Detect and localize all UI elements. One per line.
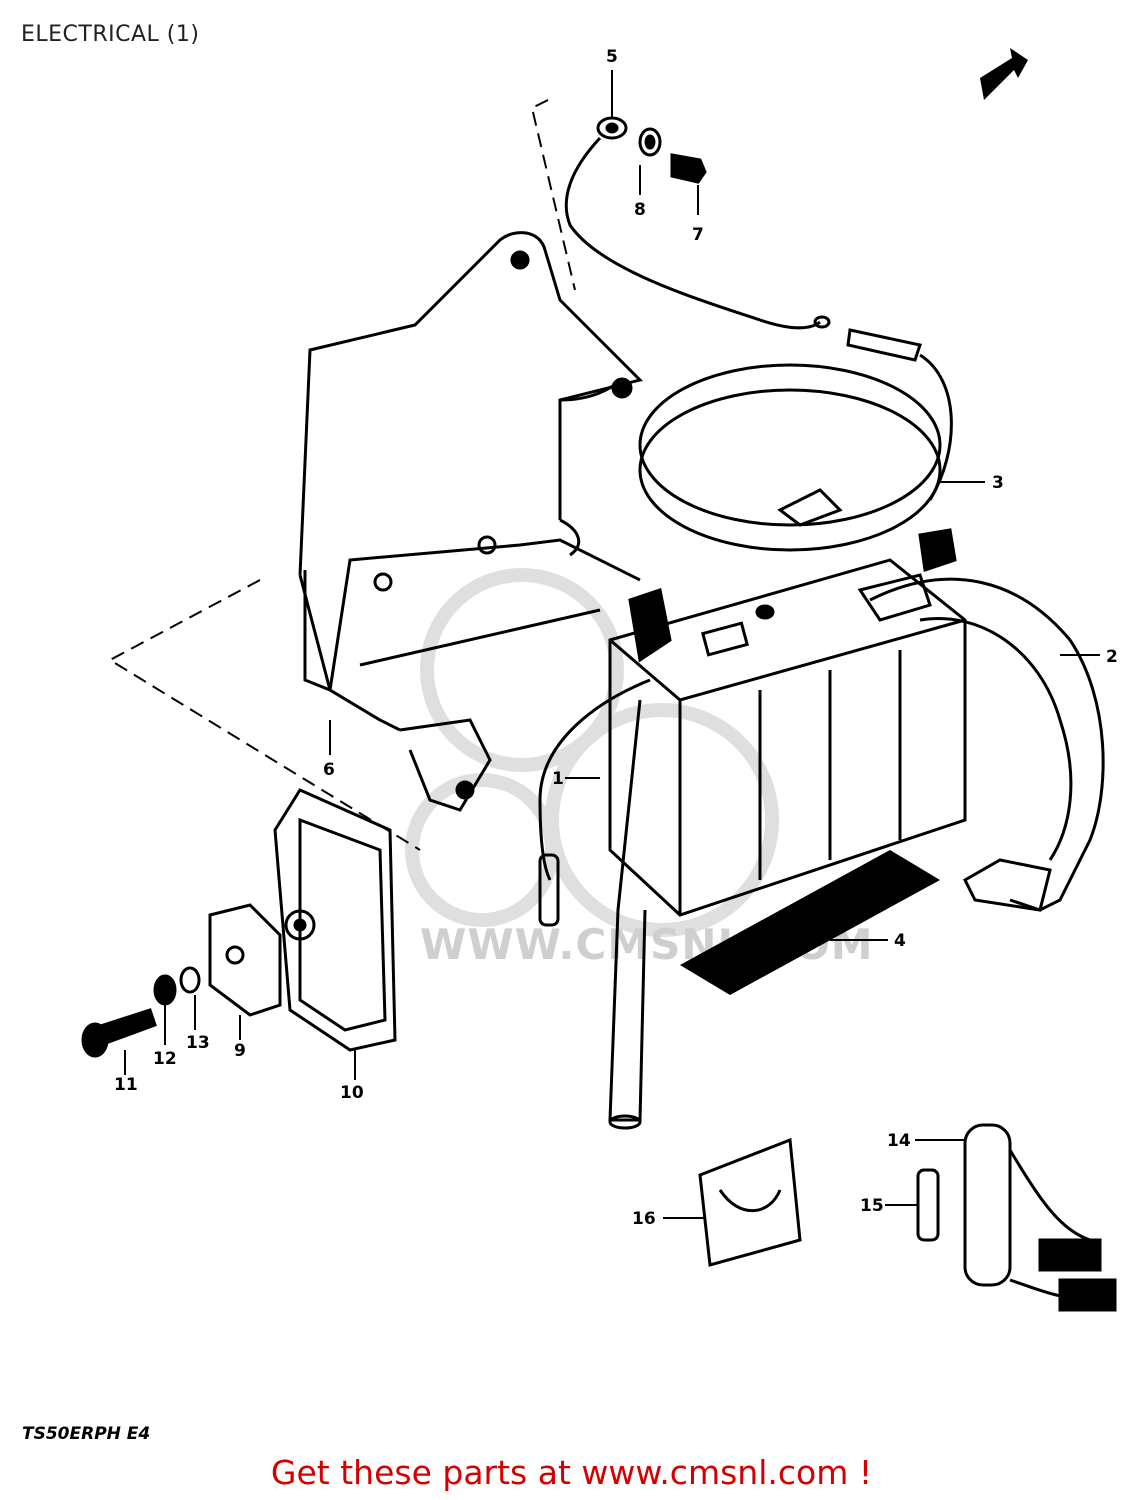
callout-5: 5 <box>606 47 618 67</box>
callout-3: 3 <box>992 473 1004 493</box>
diagram-code: TS50ERPH E4 <box>22 1424 151 1444</box>
callout-9: 9 <box>234 1041 246 1061</box>
ground-wire-assembly <box>564 116 831 330</box>
callout-10: 10 <box>340 1083 364 1103</box>
cover-bracket <box>273 788 397 1052</box>
page-title: ELECTRICAL (1) <box>21 22 200 47</box>
clip-bracket <box>208 903 282 1017</box>
callout-13: 13 <box>186 1033 210 1053</box>
battery-pad <box>680 850 940 995</box>
fuse-holder <box>916 1123 1117 1312</box>
round-band <box>638 328 953 552</box>
callout-15: 15 <box>860 1196 884 1216</box>
callout-4: 4 <box>894 931 906 951</box>
callout-7: 7 <box>692 225 704 245</box>
direction-arrow-icon <box>980 48 1028 100</box>
battery <box>538 528 967 1130</box>
callout-14: 14 <box>887 1131 911 1151</box>
callout-2: 2 <box>1106 647 1118 667</box>
callout-numbers: 5 8 7 3 2 1 6 4 10 9 11 12 13 14 15 16 <box>114 47 1118 1229</box>
leader-lines <box>124 70 1100 1219</box>
callout-11: 11 <box>114 1075 138 1095</box>
guide-lines <box>107 99 576 851</box>
battery-holder <box>298 231 643 812</box>
callout-16: 16 <box>632 1209 656 1229</box>
callout-12: 12 <box>153 1049 177 1069</box>
battery-strap <box>857 573 1105 912</box>
footer-link[interactable]: Get these parts at www.cmsnl.com ! <box>270 1453 873 1492</box>
callout-6: 6 <box>323 760 335 780</box>
callout-8: 8 <box>634 200 646 220</box>
fasteners <box>81 966 201 1058</box>
callout-1: 1 <box>552 769 564 789</box>
fuse-holder-cover <box>698 1137 802 1267</box>
